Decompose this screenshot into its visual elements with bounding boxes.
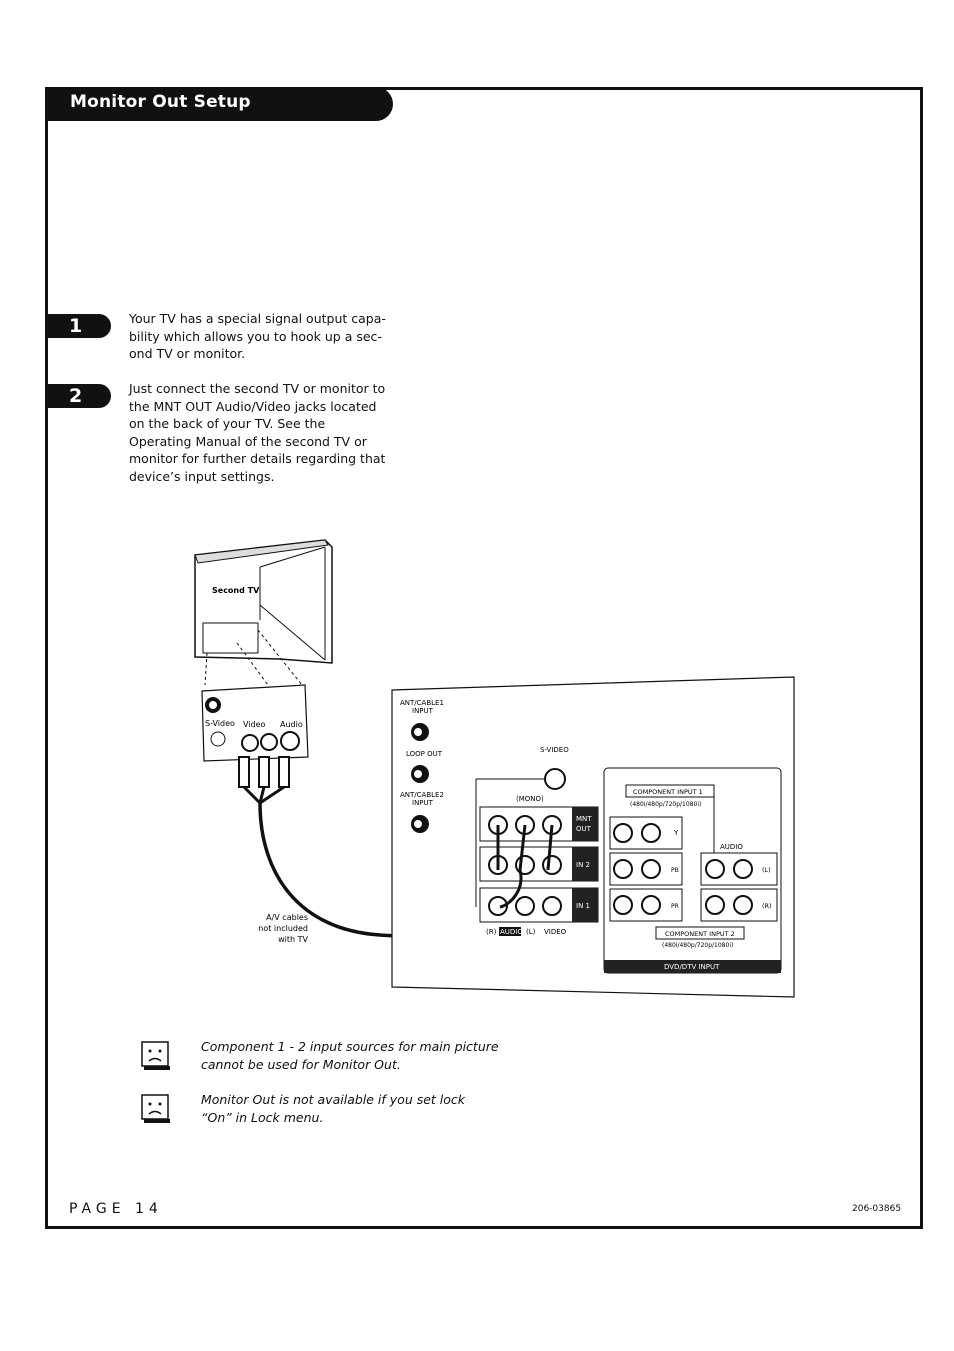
svg-text:(R): (R) <box>762 902 772 910</box>
video-jack-label: Video <box>243 720 266 729</box>
svg-text:PR: PR <box>671 903 679 910</box>
second-tv-illustration: Second TV <box>194 539 333 686</box>
cable-note: A/V cables not included with TV <box>258 913 308 944</box>
page-frame <box>45 87 923 1229</box>
second-tv-jack-panel: S-Video Video Audio <box>201 684 309 762</box>
svg-text:S-VIDEO: S-VIDEO <box>540 746 569 754</box>
svg-text:A/V cables: A/V cables <box>266 913 308 922</box>
document-code: 206-03865 <box>852 1204 902 1214</box>
step-1-badge: 1 <box>45 314 111 338</box>
svg-text:MNT: MNT <box>576 815 592 823</box>
svg-text:IN 1: IN 1 <box>576 902 590 910</box>
svg-text:OUT: OUT <box>576 825 592 833</box>
svg-text:not included: not included <box>258 924 308 933</box>
tv-back-panel: ANT/CABLE1 INPUT LOOP OUT ANT/CABLE2 INP… <box>391 676 795 998</box>
svg-text:ANT/CABLE1: ANT/CABLE1 <box>400 699 444 707</box>
note-face-icon <box>141 1041 170 1070</box>
second-tv-label: Second TV <box>212 586 260 595</box>
svg-text:(MONO): (MONO) <box>516 795 544 803</box>
svg-text:with TV: with TV <box>278 935 308 944</box>
note-face-icon <box>141 1094 170 1123</box>
step-2-badge: 2 <box>45 384 111 408</box>
connection-diagram: Second TV S-Video Video Audio A/V cables… <box>194 539 795 998</box>
svg-text:(480i/480p/720p/1080i): (480i/480p/720p/1080i) <box>630 801 701 808</box>
note-1: Component 1 - 2 input sources for main p… <box>201 1039 499 1072</box>
svg-text:DVD/DTV INPUT: DVD/DTV INPUT <box>664 963 720 971</box>
title-tab <box>45 87 393 121</box>
svg-text:(L): (L) <box>526 928 536 936</box>
note-2: Monitor Out is not available if you set … <box>201 1092 466 1125</box>
page-number: PAGE 14 <box>69 1201 163 1217</box>
svg-text:COMPONENT INPUT 1: COMPONENT INPUT 1 <box>633 788 703 796</box>
audio-jack-label: Audio <box>280 720 303 729</box>
svg-text:VIDEO: VIDEO <box>544 928 567 936</box>
svg-text:INPUT: INPUT <box>412 799 434 807</box>
svg-text:INPUT: INPUT <box>412 707 434 715</box>
svg-text:PB: PB <box>671 867 679 874</box>
svg-text:Y: Y <box>673 829 679 837</box>
step-2-text: Just connect the second TV or monitor to… <box>129 381 386 484</box>
step-1-text: Your TV has a special signal output capa… <box>129 311 386 362</box>
svg-text:AUDIO: AUDIO <box>720 843 743 851</box>
svg-text:COMPONENT INPUT 2: COMPONENT INPUT 2 <box>665 930 735 938</box>
page-title: Monitor Out Setup <box>70 92 251 112</box>
svg-text:IN 2: IN 2 <box>576 861 590 869</box>
svg-text:(L): (L) <box>762 866 771 874</box>
svg-text:(480i/480p/720p/1080i): (480i/480p/720p/1080i) <box>662 942 733 949</box>
svg-text:LOOP OUT: LOOP OUT <box>406 750 443 758</box>
svg-text:AUDIO: AUDIO <box>500 928 523 936</box>
svg-text:(R): (R) <box>486 928 497 936</box>
svideo-jack-label: S-Video <box>205 719 235 728</box>
svg-text:ANT/CABLE2: ANT/CABLE2 <box>400 791 444 799</box>
